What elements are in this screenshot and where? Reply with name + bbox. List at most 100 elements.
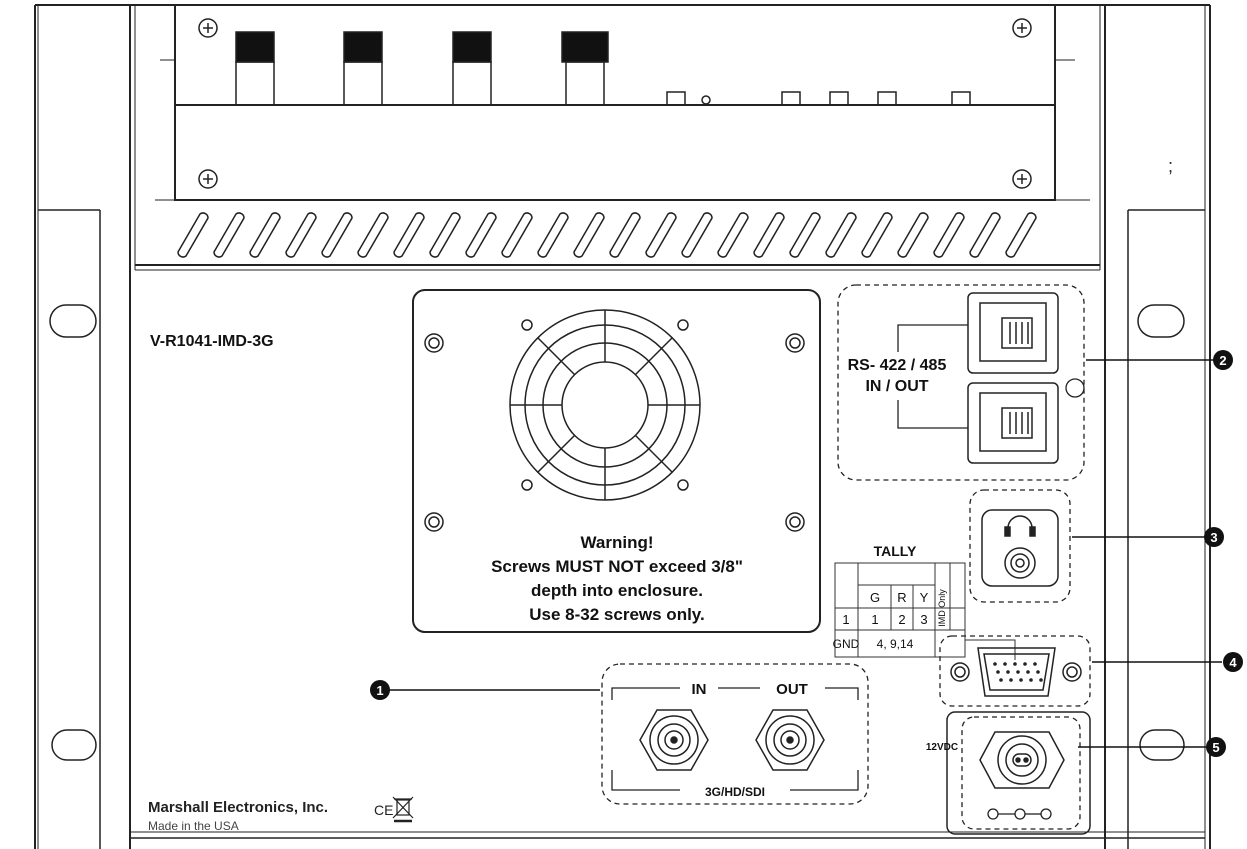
db15-pin — [1009, 678, 1013, 682]
callout-4-number: 4 — [1229, 655, 1237, 670]
chassis-frame — [34, 4, 1211, 849]
db15-pin — [1019, 678, 1023, 682]
tally-side-note: IMD Only — [937, 589, 947, 627]
vent-slot — [933, 212, 965, 258]
board-screw-bl — [198, 169, 218, 189]
vent-slot — [681, 212, 713, 258]
board-connector-4 — [561, 31, 609, 106]
vent-slots — [177, 212, 1037, 258]
db15-pin — [1013, 662, 1017, 666]
stray-mark: ; — [1168, 156, 1173, 176]
tally-row1-y: 3 — [920, 612, 927, 627]
sdi-group: IN OUT 3G/HD/SDI — [601, 663, 869, 805]
callout-1: 1 — [370, 680, 390, 700]
top-board — [135, 4, 1100, 271]
vent-slot — [249, 212, 281, 258]
vent-slot — [429, 212, 461, 258]
board-screws — [198, 18, 1032, 189]
model-label: V-R1041-IMD-3G — [150, 333, 274, 350]
right-lower-slot — [1139, 729, 1185, 761]
vent-slot — [645, 212, 677, 258]
sdi-format-label: 3G/HD/SDI — [705, 785, 765, 799]
board-connector-3 — [452, 31, 492, 106]
warning-line-1: Warning! — [580, 533, 653, 552]
tally-header-r: R — [897, 590, 906, 605]
db15-pin — [1029, 678, 1033, 682]
board-screw-br — [1012, 169, 1032, 189]
weee-bin-icon — [392, 796, 414, 823]
callout-2: 2 — [1213, 350, 1233, 370]
tally-row1-g: 1 — [871, 612, 878, 627]
warning-text: Warning! Screws MUST NOT exceed 3/8" dep… — [491, 533, 743, 624]
vent-slot — [501, 212, 533, 258]
db15-shell — [977, 647, 1056, 697]
board-screw-tr — [1012, 18, 1032, 38]
db15-pin — [1033, 662, 1037, 666]
sdi-in-label: IN — [692, 681, 707, 698]
vent-slot — [825, 212, 857, 258]
sdi-out-label: OUT — [776, 681, 808, 698]
warning-line-2: Screws MUST NOT exceed 3/8" — [491, 557, 743, 576]
board-connectors — [235, 31, 971, 106]
vent-slot — [609, 212, 641, 258]
db15-pin — [1003, 662, 1007, 666]
tally-row1-pin: 1 — [842, 612, 849, 627]
callout-5-number: 5 — [1212, 740, 1219, 755]
tally-header-g: G — [870, 590, 880, 605]
rs422-label-line1: RS- 422 / 485 — [848, 357, 947, 374]
vent-slot — [213, 212, 245, 258]
db15-pins — [993, 662, 1043, 682]
warning-line-4: Use 8-32 screws only. — [529, 605, 704, 624]
vent-slot — [717, 212, 749, 258]
vent-slot — [393, 212, 425, 258]
tally-row2-gnd: GND — [833, 637, 860, 651]
left-lower-slot — [51, 729, 97, 761]
db15-pin — [999, 678, 1003, 682]
db15-pin — [1036, 670, 1040, 674]
board-connector-1 — [235, 31, 275, 106]
bnc-in — [639, 709, 709, 771]
left-upper-slot — [49, 304, 97, 338]
vent-slot — [753, 212, 785, 258]
vent-slot — [537, 212, 569, 258]
callout-5: 5 — [1206, 737, 1226, 757]
rj-port-bottom — [967, 382, 1059, 464]
board-connector-2 — [343, 31, 383, 106]
callout-3-number: 3 — [1210, 530, 1217, 545]
vent-slot — [177, 212, 209, 258]
vent-slot — [285, 212, 317, 258]
headphone-icon — [1004, 515, 1036, 537]
rs422-label-line2: IN / OUT — [865, 378, 928, 395]
db15-pin — [1026, 670, 1030, 674]
vent-slot — [465, 212, 497, 258]
db15-pin — [996, 670, 1000, 674]
vent-slot — [969, 212, 1001, 258]
vent-slot — [573, 212, 605, 258]
rj-port-top — [967, 292, 1059, 374]
callout-2-number: 2 — [1219, 353, 1226, 368]
power-label: 12VDC — [926, 742, 958, 753]
rs422-group: RS- 422 / 485 IN / OUT — [837, 284, 1085, 481]
tally-row2-pins: 4, 9,14 — [877, 637, 914, 651]
tally-table: TALLY G R Y 1 1 2 3 GND 4, 9,14 IMD Only — [833, 543, 1016, 660]
polarity-icon — [987, 808, 1052, 820]
board-screw-tl — [198, 18, 218, 38]
vent-slot — [1005, 212, 1037, 258]
callout-4: 4 — [1223, 652, 1243, 672]
tally-title: TALLY — [874, 543, 917, 559]
db15-pin — [1006, 670, 1010, 674]
tally-row1-r: 2 — [898, 612, 905, 627]
plate-screws — [424, 333, 805, 532]
headphone-jack — [1004, 547, 1036, 579]
vent-slot — [861, 212, 893, 258]
warning-line-3: depth into enclosure. — [531, 581, 703, 600]
power-group: 12VDC — [926, 711, 1091, 835]
power-connector — [979, 731, 1065, 789]
db15-pin — [993, 662, 997, 666]
brand-name: Marshall Electronics, Inc. — [148, 799, 328, 816]
vent-slot — [357, 212, 389, 258]
bnc-out — [755, 709, 825, 771]
brand-made-in: Made in the USA — [148, 819, 239, 833]
callout-1-number: 1 — [376, 683, 383, 698]
